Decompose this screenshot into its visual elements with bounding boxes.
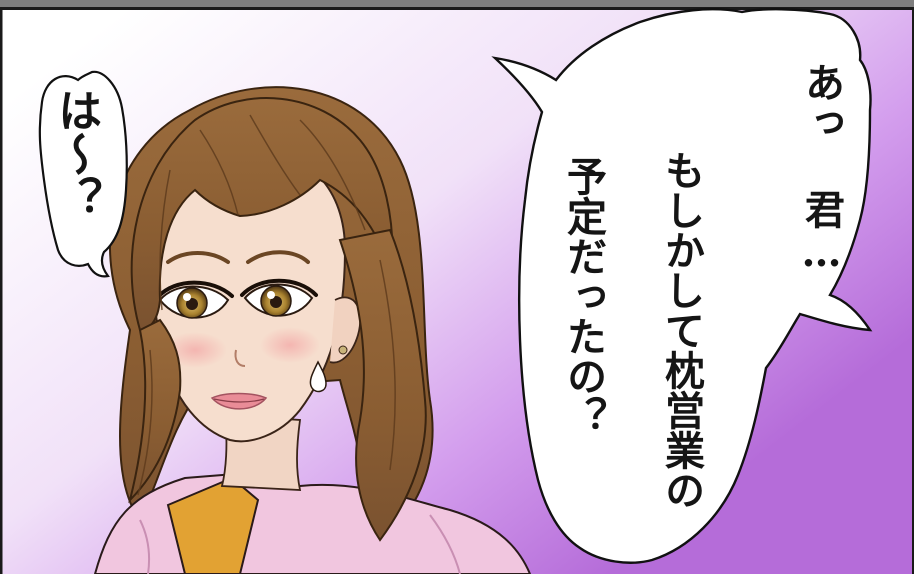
right-eye: [240, 278, 318, 317]
left-eye: [156, 280, 234, 319]
sweat-drop: [309, 360, 327, 393]
right-cheek-blush: [260, 327, 320, 363]
inner-shirt: [166, 476, 260, 574]
hair-lock-left: [128, 318, 182, 504]
right-bubble-line-2: もしかして枕営業の: [658, 150, 705, 510]
left-bubble-text: は～？: [50, 88, 102, 220]
hair-lock-right: [338, 228, 427, 542]
right-bubble-line-3: 予定だったの？: [560, 156, 607, 436]
lips: [210, 392, 268, 410]
right-eyebrow: [246, 250, 310, 264]
left-eyebrow: [166, 251, 230, 264]
hair-front: [130, 97, 394, 332]
right-bubble-line-1: あっ 君…: [798, 62, 845, 276]
ear: [329, 296, 362, 364]
right-speech-bubble: [491, 8, 873, 564]
nose: [234, 349, 246, 367]
top-border-strip: [0, 0, 914, 7]
left-speech-bubble: [38, 70, 128, 278]
earring: [338, 345, 348, 355]
